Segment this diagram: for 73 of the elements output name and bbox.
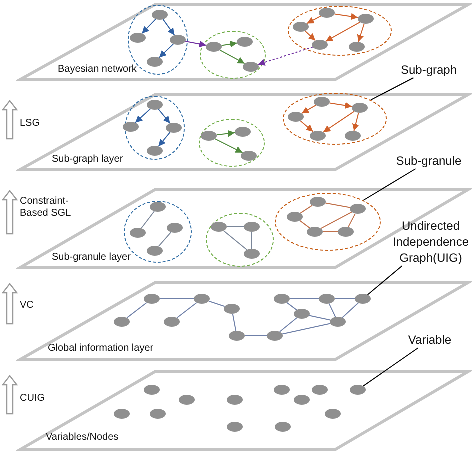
arrow (304, 30, 316, 42)
arrow (142, 18, 156, 34)
edge-line (328, 303, 336, 318)
layer-plane (16, 369, 472, 453)
arrow (185, 40, 207, 48)
callout-label: Sub-graph (398, 62, 460, 78)
edge-line (309, 315, 331, 321)
arrow (301, 104, 317, 114)
stage-label: Constraint-Based SGL (20, 196, 72, 220)
arrow (329, 102, 353, 110)
leader-line (367, 266, 403, 296)
cluster-ellipse (125, 96, 185, 160)
layer-label: Global information layer (48, 343, 154, 354)
edge-line (342, 302, 359, 318)
edge-line (348, 213, 356, 228)
edge-line (223, 230, 248, 250)
stage-label: VC (20, 300, 35, 312)
arrow (323, 111, 355, 133)
callout-label: Undirected Independence Graph(UIG) (390, 218, 472, 266)
edge-line (286, 302, 298, 311)
layer-label: Sub-graph layer (52, 154, 124, 165)
edge-line (126, 302, 148, 319)
cluster-ellipse (283, 93, 387, 145)
leader-line (370, 78, 414, 101)
edge-line (290, 298, 320, 300)
arrow (135, 108, 151, 124)
edge-line (320, 212, 352, 230)
arrow (158, 44, 174, 58)
cluster-ellipse (206, 213, 274, 267)
layer-plane (16, 187, 472, 271)
edge-line (158, 232, 172, 248)
arrow (214, 138, 244, 154)
arrow (306, 16, 322, 24)
layer-label: Bayesian network (58, 64, 137, 75)
edge-line (232, 314, 237, 332)
arrow (334, 13, 359, 20)
arrow (357, 23, 365, 43)
layer-label: Sub-granule layer (52, 252, 131, 263)
layer-plane (16, 280, 472, 363)
edge-line (334, 298, 356, 300)
stage-label: CUIG (20, 393, 46, 405)
edge-line (282, 323, 331, 335)
callout-label: Variable (405, 332, 455, 348)
edge-line (160, 298, 194, 300)
edge-line (141, 211, 155, 229)
cluster-ellipse (288, 6, 392, 56)
layer-plane (16, 2, 472, 83)
arrow (162, 19, 176, 36)
arrow (325, 22, 361, 42)
callout-label: Sub-granule (393, 153, 465, 169)
edge-line (279, 318, 298, 332)
leader-line (362, 348, 419, 387)
cluster-ellipse (275, 193, 381, 251)
arrow (300, 120, 314, 132)
edge-line (325, 202, 351, 208)
edge-line (208, 300, 226, 308)
stage-label: LSG (20, 118, 42, 130)
arrow (221, 40, 238, 48)
arrow (158, 132, 171, 148)
arrow (158, 108, 171, 124)
layer-label: Variables/Nodes (46, 432, 119, 443)
cluster-ellipse (200, 31, 266, 79)
cluster-ellipse (199, 119, 265, 167)
layer-plane (16, 92, 472, 173)
leader-line (363, 168, 416, 201)
arrow (216, 130, 236, 138)
edge-line (300, 220, 310, 229)
edge-line (176, 302, 198, 319)
arrow (352, 112, 360, 132)
edge-line (226, 226, 244, 228)
arrow (258, 46, 314, 66)
arrow (220, 50, 246, 64)
edge-line (300, 205, 313, 214)
